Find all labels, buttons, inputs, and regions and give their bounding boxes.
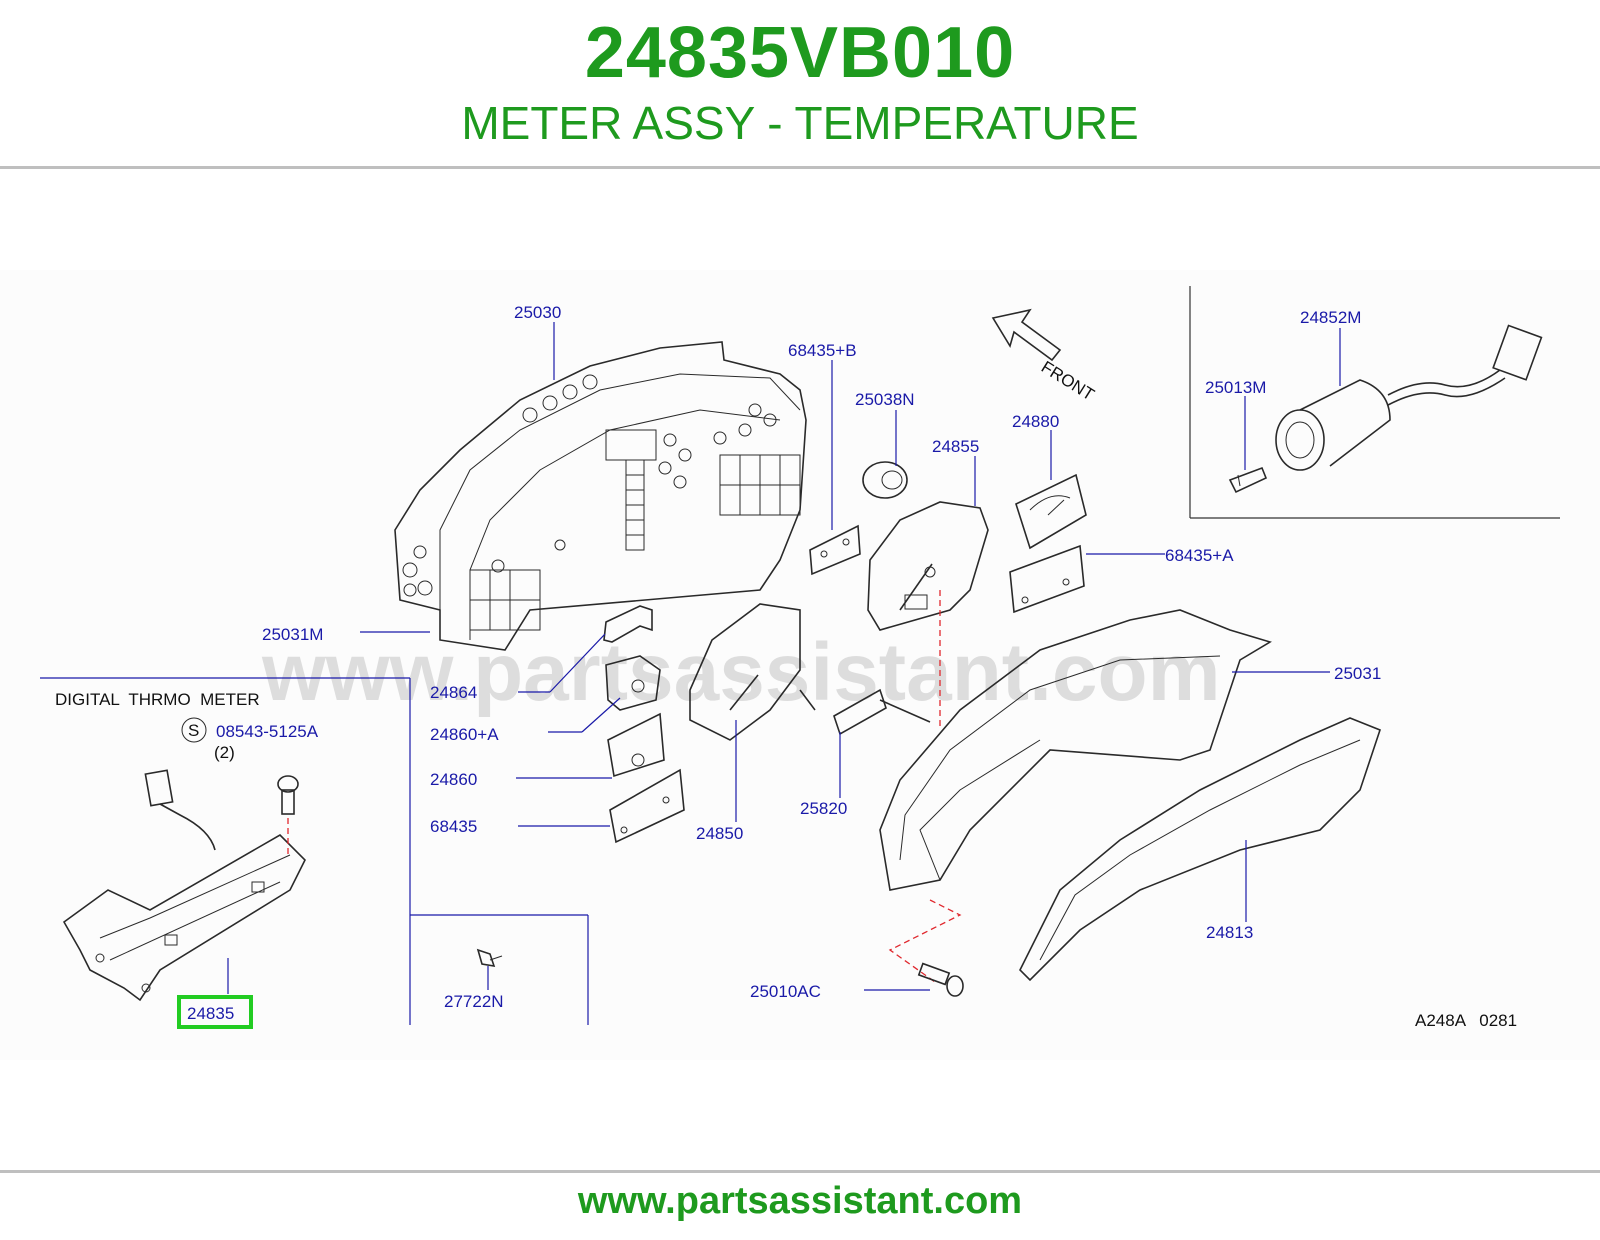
callout-24813: 24813	[1206, 923, 1253, 942]
footer-url[interactable]: www.partsassistant.com	[577, 1180, 1023, 1222]
callout-24880: 24880	[1012, 412, 1059, 431]
speedometer-24850	[689, 603, 816, 741]
callout-68435a: 68435+A	[1165, 546, 1234, 565]
sensor-24852m	[1228, 324, 1543, 494]
callout-24860a: 24860+A	[430, 725, 499, 744]
drawing-code: A248A 0281	[1415, 1011, 1517, 1030]
gauge-24860a	[605, 655, 661, 711]
watermark: www.partsassistant.com	[261, 627, 1221, 718]
front-label: FRONT	[1038, 357, 1098, 404]
inset-frame-right	[1189, 286, 1560, 519]
part-number-title: 24835VB010	[584, 13, 1016, 93]
lens-24813	[1019, 717, 1381, 982]
indicator-25820	[833, 590, 941, 736]
gauge-24855	[867, 501, 989, 631]
screw-symbol-icon	[181, 717, 207, 743]
plate-68435a	[1009, 544, 1085, 614]
callout-24835[interactable]: 24835	[187, 1004, 234, 1023]
part-name-subtitle: METER ASSY - TEMPERATURE	[461, 97, 1139, 149]
screw-08543	[181, 717, 299, 855]
gauge-24860	[607, 712, 665, 778]
callout-25820: 25820	[800, 799, 847, 818]
top-divider	[0, 166, 1600, 169]
inset-frame-left	[40, 677, 589, 1025]
callout-24860: 24860	[430, 770, 477, 789]
callout-25030: 25030	[514, 303, 561, 322]
screw-25010ac	[917, 962, 964, 997]
front-arrow-icon: FRONT	[991, 308, 1098, 404]
callout-68435: 68435	[430, 817, 477, 836]
callout-24852m: 24852M	[1300, 308, 1361, 327]
parts-diagram-svg: www.partsassistant.com FRONT	[40, 286, 1560, 1030]
rear-housing-25030	[394, 341, 807, 651]
callout-24850: 24850	[696, 824, 743, 843]
screw-symbol-label: S	[188, 721, 199, 740]
callout-68435b: 68435+B	[788, 341, 857, 360]
callout-25038n: 25038N	[855, 390, 915, 409]
callout-25031m: 25031M	[262, 625, 323, 644]
parts-diagram: www.partsassistant.com FRONT	[0, 270, 1600, 1060]
callout-25010ac: 25010AC	[750, 982, 821, 1001]
bottom-divider	[0, 1170, 1600, 1173]
callout-25031: 25031	[1334, 664, 1381, 683]
clip-27722n	[476, 948, 503, 968]
header: 24835VB010 METER ASSY - TEMPERATURE	[0, 0, 1600, 170]
clip-24864	[603, 605, 653, 643]
plate-68435	[609, 768, 685, 844]
callout-08543: 08543-5125A	[216, 722, 319, 741]
leader-lines	[227, 322, 1341, 994]
callout-24855: 24855	[932, 437, 979, 456]
callout-24864: 24864	[430, 683, 477, 702]
plate-68435b	[809, 524, 861, 576]
front-housing-25031	[879, 609, 1272, 983]
callout-25013m: 25013M	[1205, 378, 1266, 397]
highlighted-part-24835[interactable]: 24835	[177, 995, 253, 1029]
highlight-box	[177, 995, 253, 1029]
inset-title: DIGITAL THRMO METER	[55, 690, 260, 709]
grommet-25038n	[862, 461, 908, 499]
digital-thermo-meter-24835	[62, 769, 306, 1002]
gauge-24880	[1015, 473, 1087, 550]
callout-27722n: 27722N	[444, 992, 504, 1011]
screw-qty: (2)	[214, 743, 235, 762]
